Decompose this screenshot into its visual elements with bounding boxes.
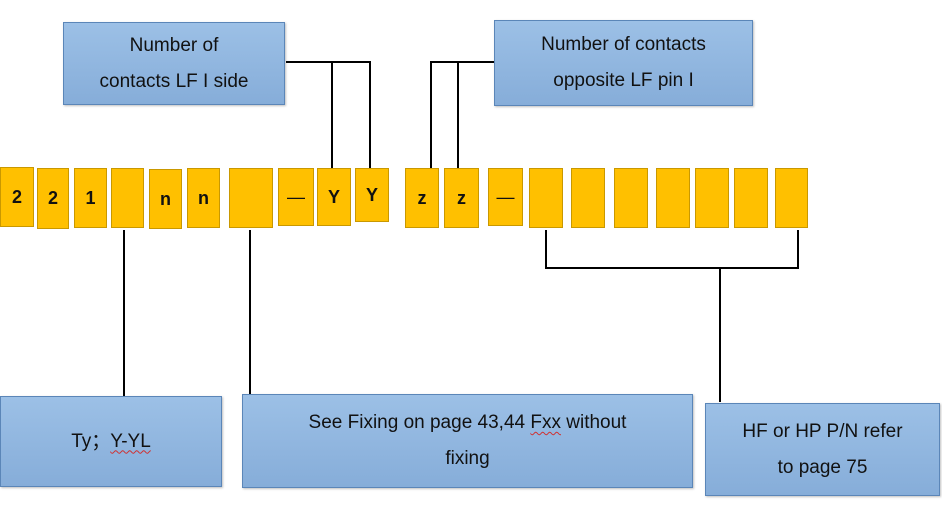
code-cell xyxy=(571,168,605,228)
code-cell: 1 xyxy=(74,168,107,228)
code-cell: 2 xyxy=(0,167,34,227)
code-cell: Y xyxy=(355,168,389,222)
callout-line: Number of xyxy=(129,34,219,56)
code-cell xyxy=(775,168,808,228)
connector-line xyxy=(430,61,494,168)
callout-text: Ty； xyxy=(71,430,111,452)
code-cell xyxy=(111,168,144,228)
callout-line: to page 75 xyxy=(777,456,868,478)
code-cell xyxy=(734,168,768,228)
code-cell xyxy=(695,168,729,228)
connector-line xyxy=(286,61,371,168)
callout-contacts-opposite: Number of contacts opposite LF pin I xyxy=(494,20,753,106)
code-cell xyxy=(614,168,648,228)
callout-line: opposite LF pin I xyxy=(553,70,694,91)
callout-type: Ty；Y-YL xyxy=(0,396,222,487)
callout-text: without xyxy=(560,412,627,433)
callout-line: See Fixing on page 43,44 Fxx without xyxy=(309,405,627,441)
callout-fixing: See Fixing on page 43,44 Fxx without fix… xyxy=(242,394,693,488)
callout-text: Fxx xyxy=(530,412,561,433)
code-cell: n xyxy=(149,169,182,229)
code-cell xyxy=(656,168,690,228)
callout-line: fixing xyxy=(445,448,490,469)
callout-text: Y-YL xyxy=(110,430,151,452)
callout-line: contacts LF I side xyxy=(99,70,249,92)
code-cell: z xyxy=(444,168,479,228)
callout-line: Number of contacts xyxy=(541,34,706,55)
code-cell xyxy=(529,168,563,228)
connector-bracket xyxy=(545,230,799,269)
code-cell: Y xyxy=(317,168,351,226)
code-cell: 2 xyxy=(37,168,69,229)
callout-hf-hp: HF or HP P/N refer to page 75 xyxy=(705,403,940,496)
callout-contacts-lf-side: Number of contacts LF I side xyxy=(63,22,285,105)
callout-text: See Fixing on page 43,44 xyxy=(308,412,531,433)
code-cell: z xyxy=(405,168,439,228)
code-cell: n xyxy=(187,168,220,228)
callout-line: HF or HP P/N refer xyxy=(742,420,903,442)
code-cell: — xyxy=(278,168,314,226)
code-cell: — xyxy=(488,168,523,226)
callout-line: Ty；Y-YL xyxy=(71,424,151,460)
code-cell xyxy=(229,168,273,228)
